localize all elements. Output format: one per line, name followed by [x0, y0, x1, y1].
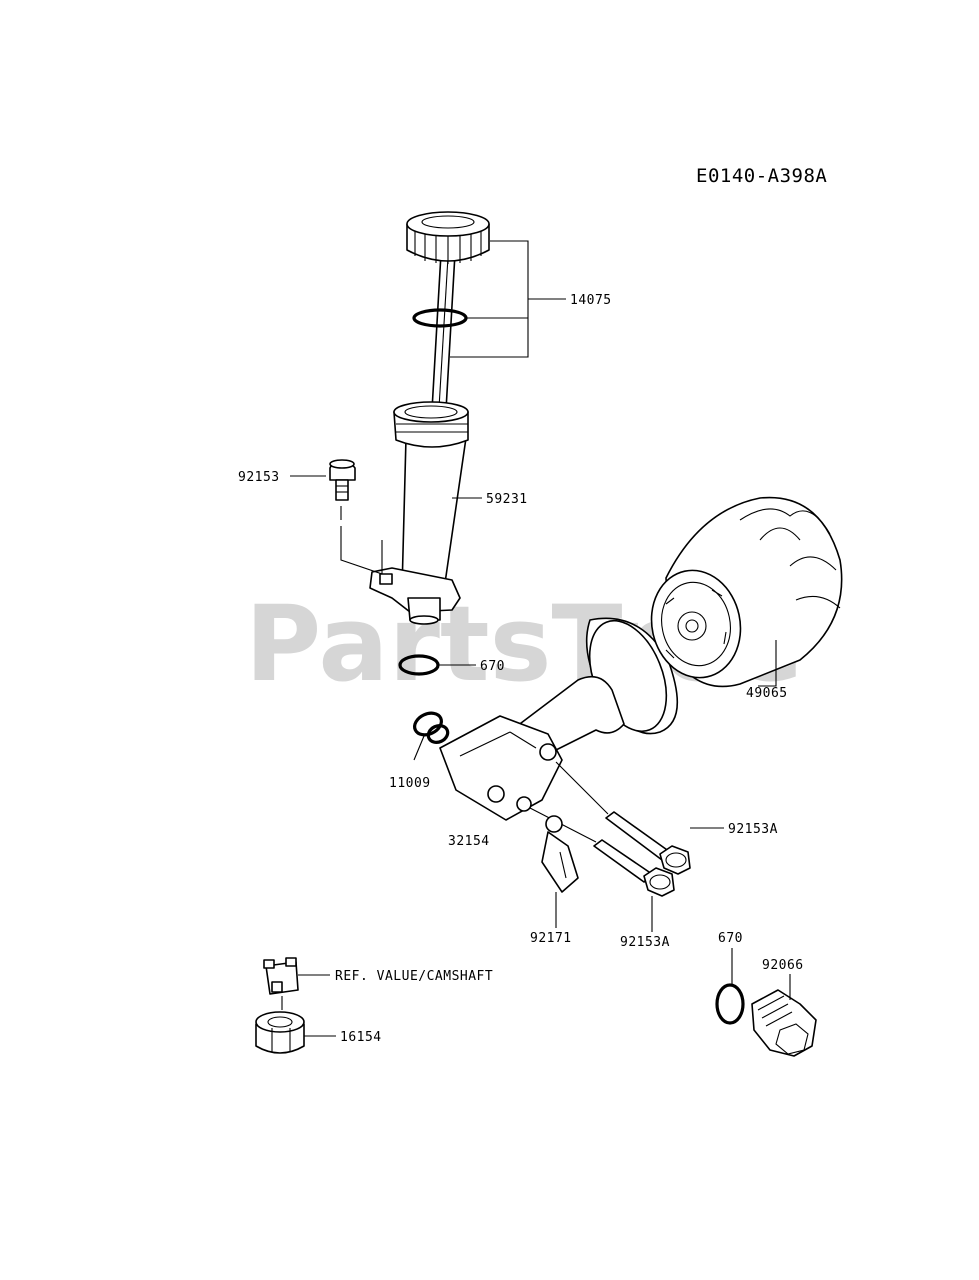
oil-filter[interactable] — [642, 496, 843, 688]
callout-59231: 59231 — [486, 492, 528, 507]
callout-92153: 92153 — [238, 470, 280, 485]
callout-32154: 32154 — [448, 834, 490, 849]
callout-92171: 92171 — [530, 931, 572, 946]
callout-49065: 49065 — [746, 686, 788, 701]
callout-92066: 92066 — [762, 958, 804, 973]
clamp-92171[interactable] — [541, 815, 579, 893]
gaskets-11009[interactable] — [411, 709, 450, 745]
gear-16154[interactable] — [255, 1011, 305, 1054]
leader-lines — [290, 240, 791, 1037]
o-ring-670-lower[interactable] — [715, 983, 745, 1025]
callout-92153A-lower: 92153A — [620, 935, 670, 950]
diagram-code: E0140-A398A — [696, 165, 827, 187]
bolt-92153[interactable] — [329, 459, 383, 575]
callout-670-lower: 670 — [718, 931, 743, 946]
callout-16154: 16154 — [340, 1030, 382, 1045]
bolt-92153A-upper[interactable] — [555, 761, 691, 875]
oil-filler-cap-dipstick[interactable] — [406, 211, 490, 411]
callout-92153A-upper: 92153A — [728, 822, 778, 837]
callout-670-upper: 670 — [480, 659, 505, 674]
callout-14075: 14075 — [570, 293, 612, 308]
callout-ref-camshaft: REF. VALUE/CAMSHAFT — [335, 969, 493, 984]
callout-11009: 11009 — [389, 776, 431, 791]
oil-filler-tube[interactable] — [369, 401, 469, 625]
oil-filter-bracket[interactable] — [439, 609, 681, 821]
drain-plug[interactable] — [751, 989, 817, 1057]
camshaft-ref-gear — [263, 957, 299, 1010]
bolt-92153A-lower[interactable] — [529, 807, 675, 897]
